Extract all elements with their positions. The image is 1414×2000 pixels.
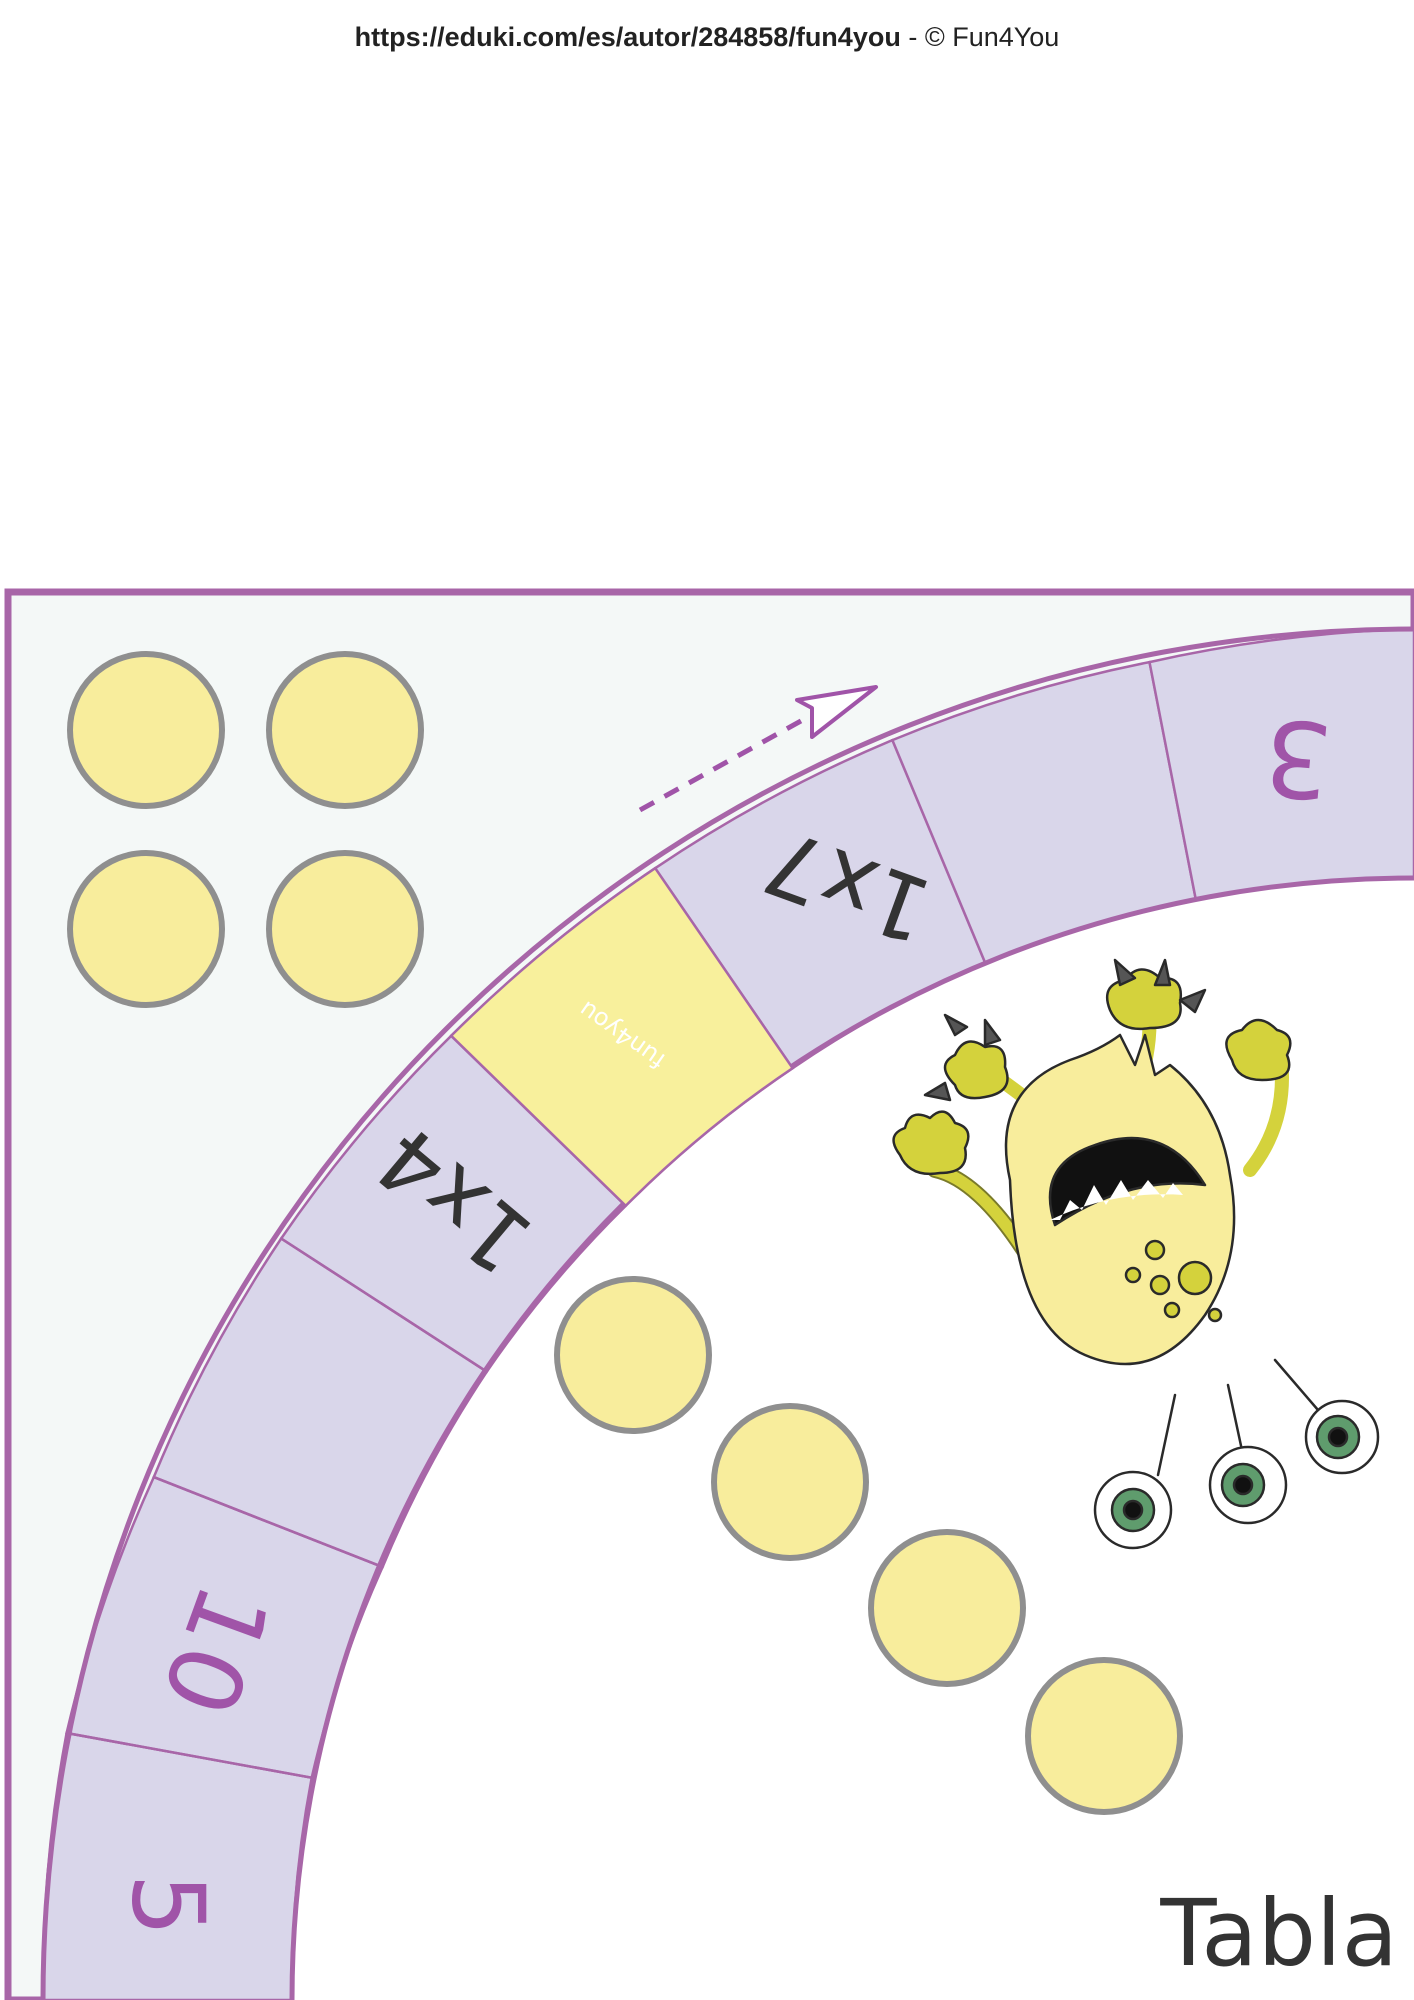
board-title: Tabla [1159, 1880, 1398, 1987]
track [41, 627, 1414, 2000]
author-url[interactable]: https://eduki.com/es/autor/284858/fun4yo… [354, 22, 901, 52]
track-outer-border [40, 626, 1414, 2000]
dashed-arrow-icon [638, 685, 878, 813]
square-label-3: 3 [1259, 694, 1336, 821]
yellow-monster-icon [892, 958, 1380, 1550]
token[interactable] [67, 651, 225, 809]
token-group-corner [67, 651, 424, 1008]
track-inner-border [289, 875, 1414, 2000]
token[interactable] [711, 1403, 869, 1561]
token[interactable] [868, 1529, 1026, 1687]
token[interactable] [266, 651, 424, 809]
copyright-notice: © Fun4You [924, 22, 1060, 52]
token-group-diagonal [554, 1276, 1183, 1815]
track-square-1 [41, 1731, 314, 2000]
header-separator: - [900, 22, 925, 52]
token[interactable] [67, 850, 225, 1008]
token[interactable] [266, 850, 424, 1008]
logo-square [449, 866, 795, 1208]
square-label-5: 5 [110, 1873, 227, 1937]
token[interactable] [554, 1276, 712, 1434]
token[interactable] [1025, 1657, 1183, 1815]
page-header: https://eduki.com/es/autor/284858/fun4yo… [0, 22, 1414, 53]
